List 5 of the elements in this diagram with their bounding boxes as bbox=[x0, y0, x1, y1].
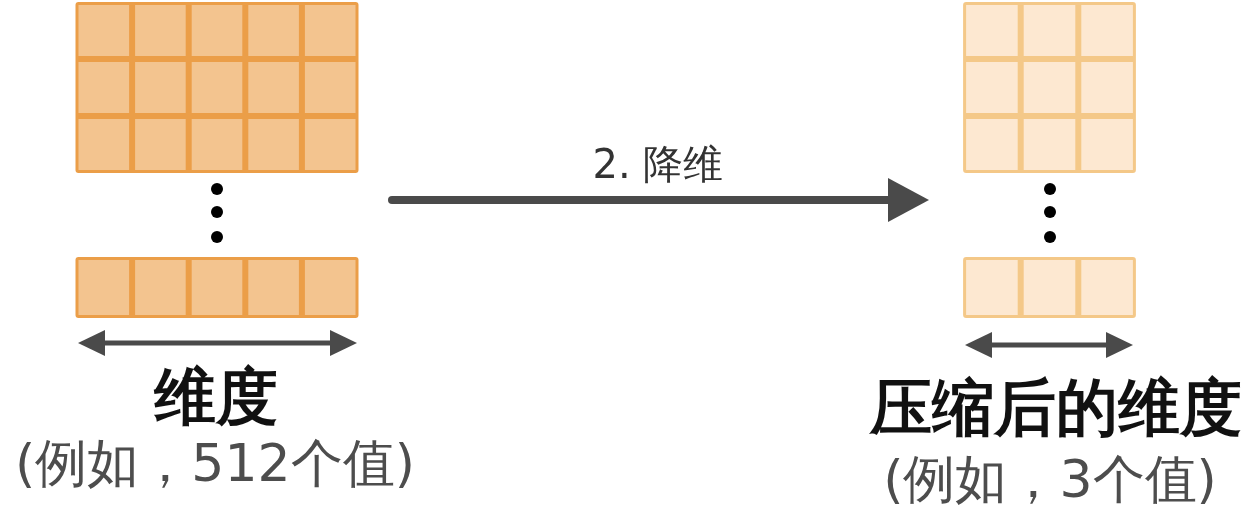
example-note: (例如，3个值) bbox=[883, 450, 1217, 510]
arrow bbox=[388, 178, 929, 222]
example-note: (例如，512个值) bbox=[15, 434, 415, 494]
dimension-label: 维度 bbox=[154, 361, 278, 433]
dimension-label: 压缩后的维度 bbox=[870, 372, 1242, 444]
